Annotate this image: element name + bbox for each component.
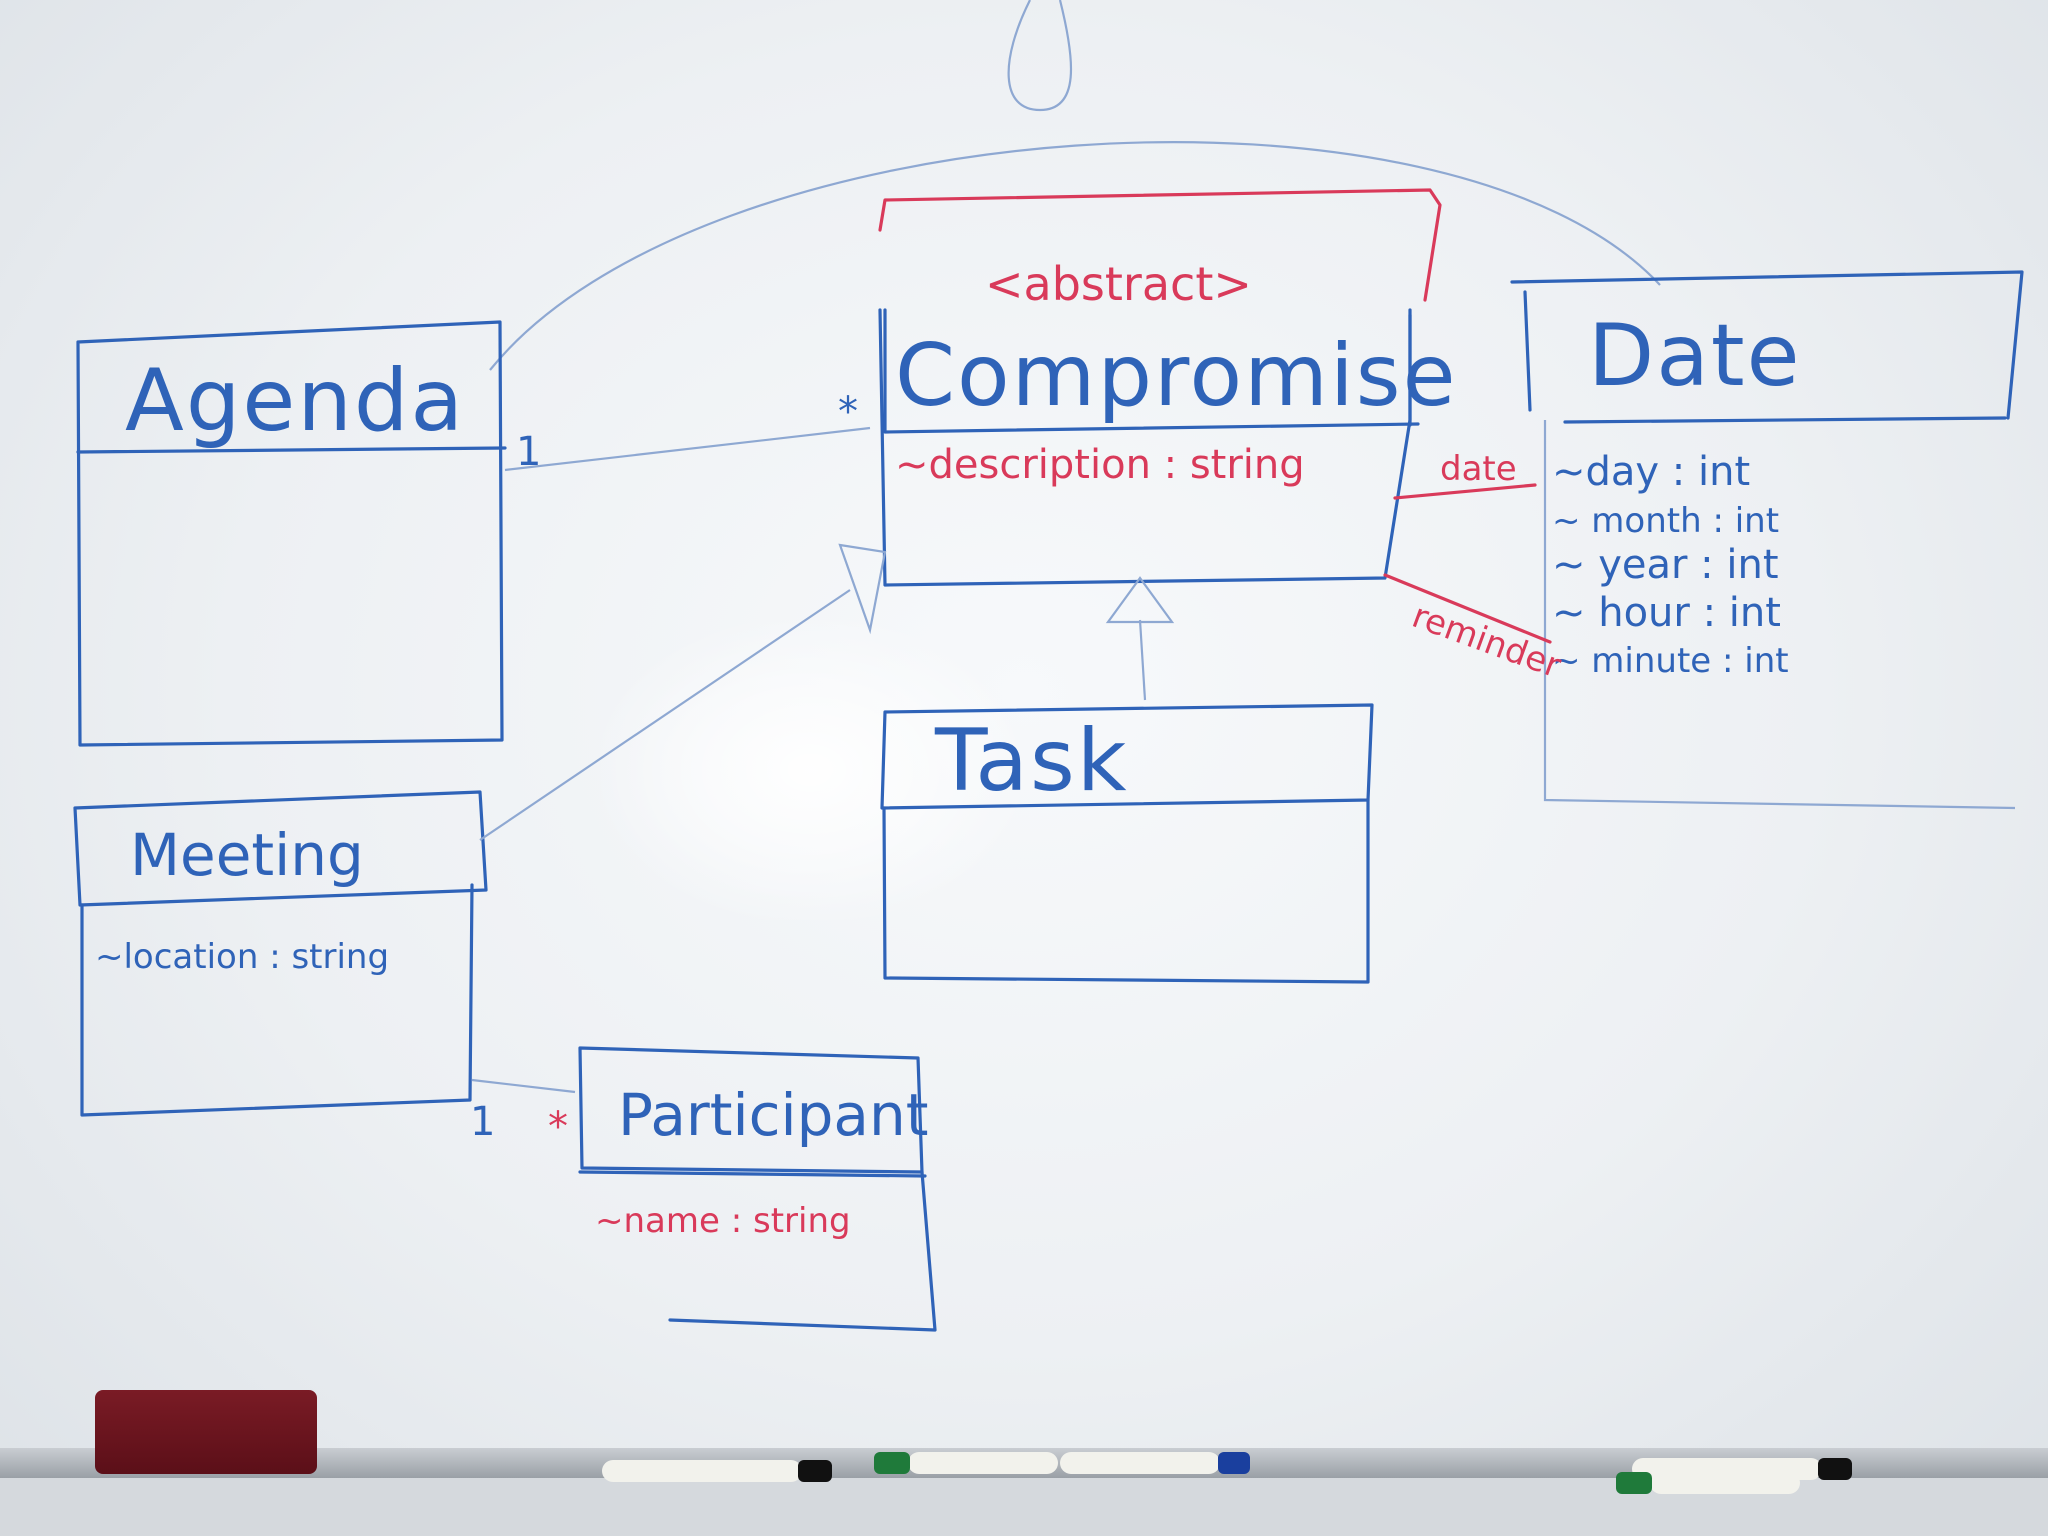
class-compromise: <abstract> Compromise ~description : str… [878, 188, 1458, 587]
agenda-multiplicity: 1 [516, 429, 541, 475]
agenda-box [76, 320, 504, 747]
meeting-multiplicity: 1 [470, 1099, 495, 1145]
class-participant: Participant ~name : string [578, 1046, 937, 1332]
date-top-frame [1510, 270, 2024, 420]
agenda-name: Agenda [125, 351, 465, 451]
date-attr-year: ~ year : int [1552, 542, 1779, 588]
marker-black[interactable] [602, 1460, 832, 1482]
date-attr-month: ~ month : int [1552, 501, 1779, 541]
agenda-divider [76, 446, 507, 454]
task-body-box [882, 798, 1370, 984]
date-attr-hour: ~ hour : int [1552, 590, 1781, 636]
agenda-date-arc [489, 141, 1661, 371]
task-compromise-generalization [1138, 619, 1147, 701]
role-reminder: reminder [1407, 596, 1566, 687]
marker-green-2[interactable] [1616, 1472, 1800, 1494]
eraser[interactable] [95, 1390, 317, 1474]
compromise-name: Compromise [895, 326, 1458, 426]
participant-attr-name: ~name : string [595, 1201, 851, 1241]
participant-body-box [668, 1170, 937, 1332]
date-attr-day: ~day : int [1552, 449, 1750, 495]
compromise-stereotype: <abstract> [985, 257, 1252, 311]
compromise-date-association [1393, 483, 1537, 500]
compromise-reminder-association [1383, 573, 1552, 644]
participant-name: Participant [618, 1081, 928, 1149]
participant-divider [578, 1170, 927, 1178]
agenda-compromise-association [504, 426, 871, 472]
compromise-multiplicity: * [838, 389, 858, 435]
class-task: Task [880, 703, 1374, 984]
meeting-compromise-generalization [479, 589, 851, 841]
class-meeting: Meeting ~location : string [73, 790, 488, 1117]
marker-blue[interactable] [1060, 1452, 1250, 1474]
task-inheritance-arrowhead [1105, 576, 1175, 624]
meeting-inheritance-arrowhead [838, 543, 887, 635]
compromise-stereotype-frame [878, 188, 1442, 302]
meeting-body-box [80, 883, 474, 1117]
meeting-name: Meeting [130, 821, 364, 889]
date-divider [1563, 416, 2007, 424]
role-date: date [1440, 449, 1517, 489]
participant-multiplicity: * [548, 1104, 568, 1150]
task-name: Task [934, 711, 1129, 811]
date-name: Date [1588, 306, 1802, 406]
meeting-header-box [73, 790, 488, 907]
meeting-participant-association [471, 1078, 576, 1094]
class-agenda: Agenda [76, 320, 507, 747]
hanging-string [1007, 0, 1073, 112]
compromise-divider [883, 422, 1420, 434]
class-date: Date ~day : int ~ month : int ~ year : i… [1510, 270, 2024, 810]
date-body-frame [1543, 420, 2016, 810]
meeting-attr-location: ~location : string [95, 937, 389, 977]
marker-green[interactable] [874, 1452, 1058, 1474]
compromise-attr-description: ~description : string [895, 442, 1305, 488]
date-attr-minute: ~ minute : int [1552, 641, 1789, 681]
